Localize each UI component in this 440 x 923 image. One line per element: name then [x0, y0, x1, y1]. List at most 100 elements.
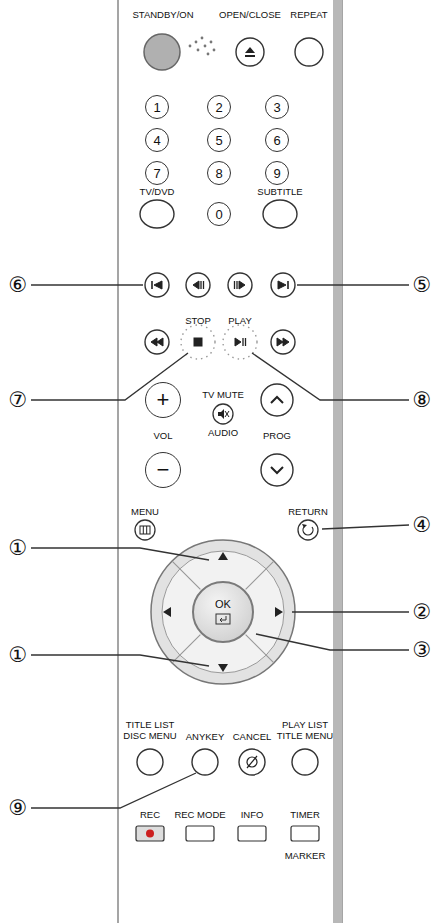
indicator-dots [197, 49, 200, 52]
callout-number: ⑦ [9, 390, 28, 411]
indicator-dots [189, 37, 216, 56]
number-button: 6 [265, 128, 289, 152]
button-label: TITLE LIST DISC MENU [121, 720, 179, 742]
transport-icons [194, 338, 202, 346]
cancel-icon [247, 757, 257, 767]
transport-icons [154, 281, 162, 289]
transport-icons [277, 338, 289, 346]
callout-number: ⑧ [413, 390, 432, 411]
button-text: + [157, 389, 170, 411]
button-label: STOP [185, 316, 211, 327]
leader-lines [256, 634, 409, 650]
return-button [303, 527, 313, 535]
leader-lines [31, 284, 143, 285]
button-label: AUDIO [208, 428, 238, 439]
navigation-ring [172, 561, 274, 663]
callout-number: ⑤ [413, 275, 432, 296]
number-button: 0 [207, 202, 231, 226]
transport-icons [151, 281, 289, 346]
transport-icons [235, 281, 238, 289]
mute-button [213, 404, 233, 424]
remote-body [118, 0, 342, 923]
transport-icons [152, 281, 162, 289]
indicator-dots [189, 45, 192, 48]
button-text: 1 [153, 101, 160, 114]
number-button: 8 [207, 161, 231, 185]
transport-icons [243, 338, 246, 346]
button-label: VOL [153, 431, 172, 442]
navigation-ring [151, 540, 295, 684]
callout-number: ② [413, 602, 432, 623]
button-label: TV/DVD [140, 187, 175, 198]
leader-lines [252, 353, 409, 400]
leader-lines [31, 548, 209, 560]
button-text: 9 [273, 167, 280, 180]
transport-icons [201, 281, 204, 289]
standby-button [144, 34, 180, 70]
indicator-dots [213, 49, 216, 52]
transport-icons [151, 338, 163, 346]
transport-buttons [145, 273, 295, 359]
button-text: 8 [215, 167, 222, 180]
oval-buttons [140, 200, 297, 228]
button-label: SUBTITLE [257, 187, 302, 198]
bottom-buttons [192, 749, 218, 775]
leader-lines [31, 655, 209, 666]
number-button: 9 [265, 161, 289, 185]
mute-button [213, 404, 233, 424]
button-text: 3 [273, 101, 280, 114]
button-label: MARKER [285, 851, 326, 862]
button-label: TV MUTE [202, 390, 244, 401]
menu-button [140, 526, 150, 534]
navigation-ring [151, 540, 295, 684]
button-text: OK [215, 599, 231, 610]
volume-button: − [145, 452, 181, 488]
button-label: REC [140, 810, 160, 821]
transport-icons [194, 338, 202, 346]
rect-buttons [136, 826, 319, 841]
leader-lines [297, 284, 409, 285]
button-text: 0 [215, 208, 222, 221]
bottom-buttons [239, 749, 265, 775]
bottom-buttons [292, 749, 318, 775]
transport-icons [235, 338, 246, 346]
repeat-button [295, 38, 323, 66]
prog-buttons [271, 397, 283, 403]
number-button: 5 [207, 128, 231, 152]
transport-icons [277, 338, 289, 346]
standby-button [144, 34, 180, 70]
button-label: TIMER [290, 810, 320, 821]
button-label: CANCEL [233, 732, 272, 743]
number-button: 1 [145, 95, 169, 119]
transport-icons [287, 281, 289, 289]
button-text: 5 [215, 134, 222, 147]
rect-buttons [146, 830, 154, 838]
prog-buttons [261, 384, 293, 416]
remote-body [118, 0, 342, 923]
transport-icons [239, 281, 245, 289]
button-text: 7 [153, 167, 160, 180]
transport-buttons [271, 273, 295, 297]
button-label: MENU [131, 507, 159, 518]
transport-icons [278, 281, 286, 289]
transport-icons [235, 281, 246, 289]
ok-button: OK [192, 581, 254, 643]
callout-number: ③ [413, 640, 432, 661]
button-label: REC MODE [174, 810, 225, 821]
rect-buttons [136, 826, 164, 841]
button-label: REPEAT [290, 10, 327, 21]
button-label: INFO [241, 810, 264, 821]
bottom-buttons [137, 749, 318, 775]
transport-icons [151, 338, 163, 346]
indicator-dots [210, 41, 213, 44]
volume-button: + [145, 382, 181, 418]
mute-button [225, 411, 229, 417]
button-text: 4 [153, 134, 160, 147]
navigation-ring [163, 552, 283, 672]
return-button [302, 524, 307, 528]
eject-button [245, 55, 255, 57]
button-label: PROG [263, 431, 291, 442]
cancel-icon [247, 756, 257, 768]
leader-lines [322, 525, 409, 529]
callout-number: ④ [413, 515, 432, 536]
